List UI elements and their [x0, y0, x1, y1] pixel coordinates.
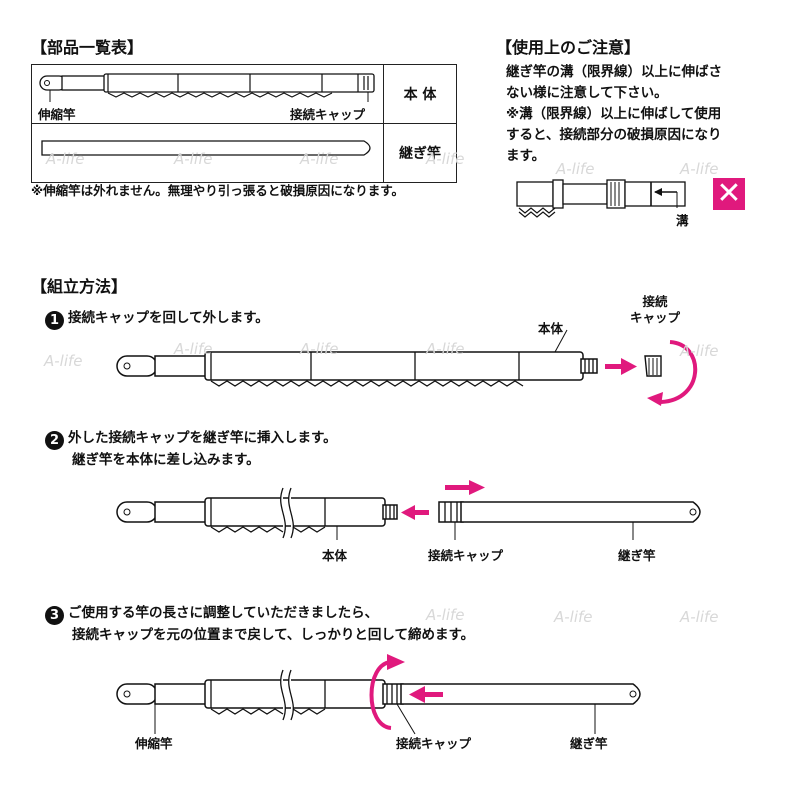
step1-label-body: 本体	[538, 321, 564, 336]
rod-name: 継ぎ竿	[383, 123, 457, 183]
label-telescopic-pole: 伸縮竿	[38, 107, 76, 122]
step2-label-cap: 接続キャップ	[428, 548, 504, 563]
step3-label-rod: 継ぎ竿	[570, 736, 608, 751]
watermark: A-life	[554, 608, 593, 626]
step1-label-cap-line: 接続	[642, 294, 668, 309]
watermark: A-life	[680, 608, 719, 626]
parts-note: ※伸縮竿は外れません。無理やり引っ張ると破損原因になります。	[31, 183, 405, 198]
caution-line: ※溝（限界線）以上に伸ばして使用	[506, 106, 722, 122]
caution-heading: 【使用上のご注意】	[496, 38, 641, 57]
caution-text: 継ぎ竿の溝（限界線）以上に伸ばさ ない様に注意して下さい。 ※溝（限界線）以上に…	[506, 62, 722, 167]
parts-body-drawing	[39, 73, 375, 102]
step3-instruction-2: 接続キャップを元の位置まで戻して、しっかりと回して締めます。	[72, 627, 475, 643]
step2-instruction-2: 継ぎ竿を本体に差し込みます。	[72, 452, 260, 468]
watermark: A-life	[300, 150, 339, 168]
step2-number-icon: 2	[45, 431, 64, 450]
step1-label-cap: 接続 キャップ	[630, 294, 680, 326]
groove-label: 溝	[676, 213, 689, 228]
parts-heading: 【部品一覧表】	[31, 38, 144, 57]
watermark: A-life	[680, 160, 719, 178]
step3-number-icon: 3	[45, 606, 64, 625]
caution-line: 継ぎ竿の溝（限界線）以上に伸ばさ	[506, 64, 722, 80]
watermark: A-life	[426, 340, 465, 358]
step1-label-cap-line: キャップ	[630, 310, 681, 325]
body-name: 本 体	[383, 64, 457, 124]
watermark: A-life	[174, 340, 213, 358]
watermark: A-life	[556, 160, 595, 178]
step2-drawing	[116, 480, 701, 540]
watermark: A-life	[300, 340, 339, 358]
watermark: A-life	[426, 606, 465, 624]
ng-mark-icon: ✕	[713, 178, 745, 210]
step1-drawing	[116, 329, 698, 406]
parts-rod-drawing	[41, 140, 371, 156]
watermark: A-life	[46, 150, 85, 168]
caution-line: ます。	[506, 148, 546, 164]
step2-label-body: 本体	[322, 548, 348, 563]
step1-number-icon: 1	[45, 311, 64, 330]
step2-label-rod: 継ぎ竿	[618, 548, 656, 563]
watermark: A-life	[174, 150, 213, 168]
watermark: A-life	[680, 342, 719, 360]
watermark: A-life	[426, 150, 465, 168]
step1-instruction: 接続キャップを回して外します。	[68, 310, 269, 326]
caution-line: すると、接続部分の破損原因になり	[506, 127, 722, 143]
step3-label-pole: 伸縮竿	[135, 736, 173, 751]
caution-line: ない様に注意して下さい。	[506, 85, 668, 101]
watermark: A-life	[44, 352, 83, 370]
step3-label-cap: 接続キャップ	[396, 736, 472, 751]
step3-instruction-1: ご使用する竿の長さに調整していただきましたら、	[68, 605, 379, 621]
assembly-heading: 【組立方法】	[31, 277, 128, 296]
step3-drawing	[116, 654, 641, 735]
caution-drawing	[516, 179, 686, 218]
label-connect-cap: 接続キャップ	[290, 107, 366, 122]
step2-instruction-1: 外した接続キャップを継ぎ竿に挿入します。	[68, 430, 337, 446]
